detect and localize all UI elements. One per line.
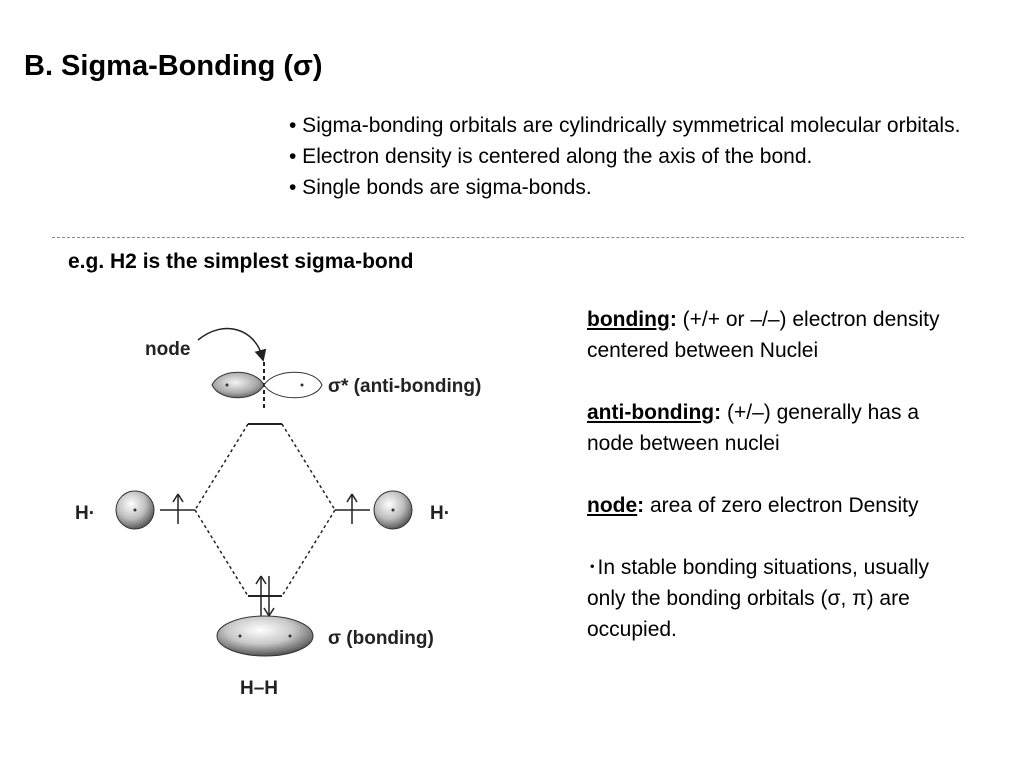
definitions-panel: bonding: (+/+ or –/–) electron density c… [587,304,967,676]
slide-title: B. Sigma-Bonding (σ) [24,50,323,82]
nucleus-dot [133,508,137,512]
antibonding-label: σ* (anti-bonding) [328,376,481,397]
molecule-label: H–H [240,678,278,699]
bullet-list: • Sigma-bonding orbitals are cylindrical… [289,110,1024,203]
antibonding-lobe-open [263,371,323,399]
correlation-line [281,423,336,511]
nucleus-dot [225,383,229,387]
definition-text: (+/–) generally has a node between nucle… [587,401,919,455]
correlation-line [194,509,249,597]
dashed-divider [52,237,964,238]
nucleus-dot [288,634,292,638]
term-bonding: bonding [587,308,670,331]
electron-spin-up-head [172,493,184,503]
term-node: node [587,494,638,517]
example-heading: e.g. H2 is the simplest sigma-bond [68,250,414,273]
definition-node: node: area of zero electron Density [587,490,967,521]
node-arrow [197,327,267,362]
mo-diagram: node σ* (anti-bonding) H· H· σ (bonding)… [75,327,481,699]
electron-spin-up-head [346,493,358,503]
bullet-item: • Electron density is centered along the… [289,145,813,168]
correlation-line [281,509,336,597]
electron-spin-down-head [263,607,275,617]
definition-text: area of zero electron Density [644,494,919,517]
term-colon: : [637,494,645,517]
correlation-line [194,423,249,511]
electron-spin-up-head [255,575,267,585]
term-colon: : [669,308,677,331]
bonding-orbital [216,615,314,657]
node-label: node [145,339,190,360]
definition-bonding: bonding: (+/+ or –/–) electron density c… [587,304,967,366]
nucleus-dot [391,508,395,512]
antibonding-lobe-shaded [211,371,265,399]
bonding-label: σ (bonding) [328,628,434,649]
definition-text: (+/+ or –/–) electron density centered b… [587,308,940,362]
bullet-item: • Single bonds are sigma-bonds. [289,176,592,199]
stability-note: ･In stable bonding situations, usually o… [587,556,930,641]
nucleus-dot [238,634,242,638]
nucleus-dot [300,383,304,387]
bullet-item: • Sigma-bonding orbitals are cylindrical… [289,114,961,137]
term-antibonding: anti-bonding [587,401,715,424]
term-colon: : [714,401,722,424]
definition-antibonding: anti-bonding: (+/–) generally has a node… [587,397,967,459]
left-atom-label: H· [75,503,95,524]
right-atom-label: H· [430,503,450,524]
